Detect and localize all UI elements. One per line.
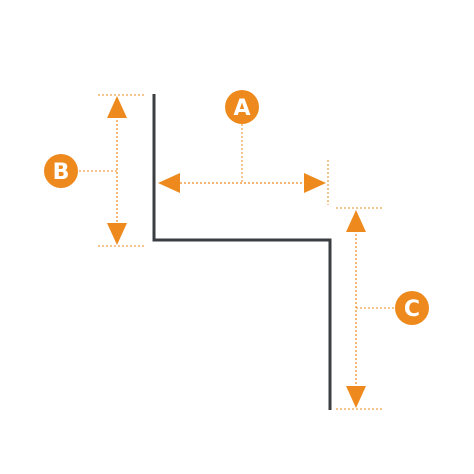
dimension-b-badge (44, 154, 78, 188)
dimension-a-arrow-right (304, 173, 326, 193)
dimension-b-arrow-bottom (107, 223, 127, 245)
dimension-b-label: B (53, 160, 70, 185)
dimension-c: C (336, 207, 429, 410)
dimension-a-arrow-left (158, 173, 180, 193)
dimension-a: A (158, 90, 329, 205)
dimension-c-badge (395, 291, 429, 325)
dimension-c-label: C (404, 297, 420, 322)
dimension-a-badge (225, 90, 259, 124)
dimension-a-label: A (233, 96, 250, 121)
dimension-c-arrow-bottom (346, 386, 366, 408)
dimension-c-arrow-top (346, 210, 366, 232)
dimension-b-arrow-top (107, 96, 127, 118)
dimension-b: B (44, 94, 146, 247)
profile-line (152, 94, 332, 410)
